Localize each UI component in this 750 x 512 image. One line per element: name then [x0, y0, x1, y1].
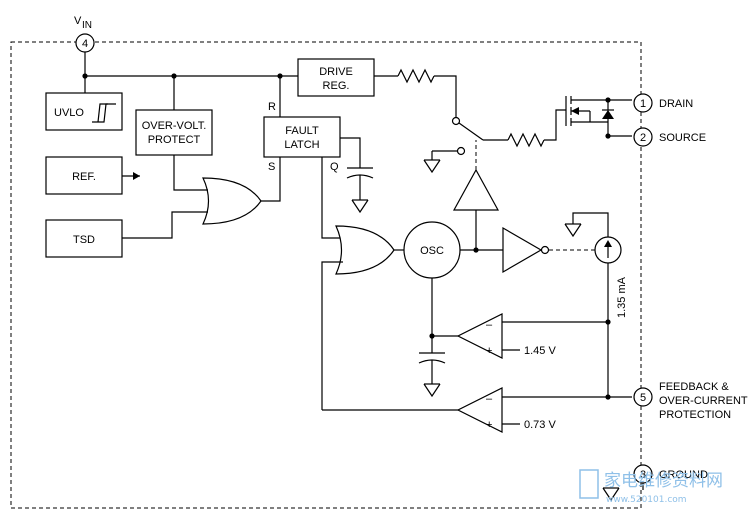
drain-pin-number: 1	[640, 98, 646, 110]
hysteresis-icon	[92, 103, 116, 123]
watermark-text: 家电维修资料网	[604, 471, 723, 491]
osc-capacitor	[418, 278, 446, 398]
junction-dot	[82, 73, 88, 79]
feedback-pin	[633, 387, 653, 407]
latch-capacitor	[340, 137, 374, 214]
tsd-label: TSD	[73, 234, 95, 246]
inverter	[502, 226, 550, 274]
source-label: SOURCE	[659, 132, 706, 144]
source-pin	[633, 127, 653, 147]
source-pin-number: 2	[640, 132, 646, 144]
junction-dot	[605, 394, 611, 400]
ovp-label-2: PROTECT	[148, 134, 201, 146]
or-gate-2	[335, 225, 395, 275]
feedback-pin-number: 5	[640, 392, 646, 404]
current-source-label: 1.35 mA	[616, 276, 628, 318]
ref-0-73v-label: 0.73 V	[524, 419, 556, 431]
osc-label: OSC	[420, 245, 444, 257]
ovp-block	[135, 109, 213, 156]
drain-label: DRAIN	[659, 98, 693, 110]
feedback-label-2: OVER-CURRENT	[659, 395, 748, 407]
ref-label: REF.	[72, 171, 96, 183]
junction-dot	[171, 73, 177, 79]
current-source	[564, 212, 622, 397]
junction-dot	[277, 73, 283, 79]
fault-latch-label-2: LATCH	[284, 139, 319, 151]
junction-dot	[605, 97, 611, 103]
comparator-lower-plus: +	[486, 419, 492, 431]
latch-q-wire	[321, 157, 343, 239]
drive-resistor	[374, 68, 457, 117]
ref-1-45v-label: 1.45 V	[524, 345, 556, 357]
gate-resistor	[483, 109, 566, 148]
uvlo-block	[45, 92, 123, 131]
power-mosfet	[565, 96, 632, 137]
latch-s-label: S	[268, 161, 275, 173]
feedback-label-3: PROTECTION	[659, 409, 731, 421]
feedback-label-1: FEEDBACK &	[659, 381, 729, 393]
vin-pin-number: 4	[82, 38, 88, 50]
ground-pin-number: 3	[640, 469, 646, 481]
ref-arrow-icon	[133, 172, 140, 180]
gate-driver-buffer	[452, 140, 500, 250]
drive-reg-block	[297, 58, 375, 97]
vin-subscript: IN	[82, 20, 92, 31]
comparator-lower-minus: –	[486, 393, 493, 405]
watermark-url: www.520101.com	[606, 495, 687, 505]
drain-pin	[633, 93, 653, 113]
comparator-upper-minus: –	[486, 319, 493, 331]
ref-block	[45, 156, 123, 195]
ground-label: GROUND	[659, 469, 708, 481]
ovp-label-1: OVER-VOLT.	[142, 120, 207, 132]
latch-q-label: Q	[330, 161, 339, 173]
or-gate-1	[202, 177, 262, 225]
fault-latch-block	[263, 116, 341, 158]
drive-reg-label-2: REG.	[323, 80, 350, 92]
or-gate-2-input-wire	[321, 261, 343, 410]
comparator-upper-plus: +	[486, 345, 492, 357]
junction-dot	[605, 133, 611, 139]
gate-switch	[423, 116, 484, 174]
or-gate-1-wires	[122, 155, 281, 239]
ground-symbol	[602, 483, 644, 502]
comparator-lower	[456, 387, 503, 433]
vin-label: V	[74, 15, 82, 27]
watermark-logo-icon	[579, 469, 599, 499]
watermark: 家电维修资料网 www.520101.com	[579, 469, 723, 505]
drive-reg-label-1: DRIVE	[319, 66, 353, 78]
uvlo-label: UVLO	[54, 107, 84, 119]
vin-rail-wires	[84, 52, 298, 117]
package-outline	[10, 41, 642, 509]
latch-r-label: R	[268, 101, 276, 113]
comparator-upper	[456, 313, 503, 359]
junction-dot	[605, 319, 611, 325]
fault-latch-label-1: FAULT	[285, 125, 319, 137]
